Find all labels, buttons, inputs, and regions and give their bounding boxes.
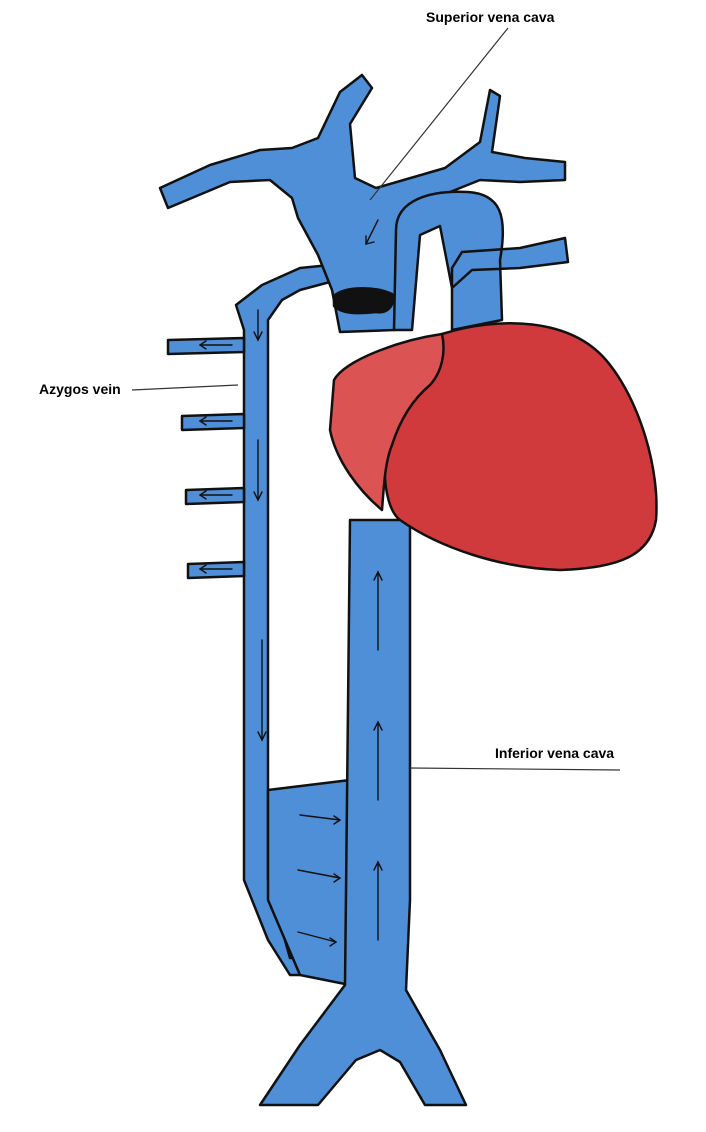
leader-superior-vena-cava: [369, 27, 509, 201]
lumbar-connection: [266, 778, 352, 987]
leader-inferior-vena-cava: [409, 767, 621, 771]
label-superior-vena-cava: Superior vena cava: [426, 9, 555, 25]
intercostal-vein-2: [180, 412, 246, 432]
leader-azygos-vein: [131, 384, 239, 391]
label-inferior-vena-cava: Inferior vena cava: [495, 745, 615, 761]
inferior-vena-cava: [258, 518, 468, 1107]
intercostal-vein-4: [186, 560, 246, 580]
superior-vena-cava: [158, 73, 567, 334]
intercostal-vein-1: [166, 336, 246, 356]
label-azygos-vein: Azygos vein: [39, 381, 121, 397]
superior-vena-cava-constriction: [332, 286, 395, 315]
intercostal-vein-3: [184, 486, 246, 506]
aortic-arch: [392, 190, 570, 332]
heart-right-atrium: [328, 332, 445, 512]
